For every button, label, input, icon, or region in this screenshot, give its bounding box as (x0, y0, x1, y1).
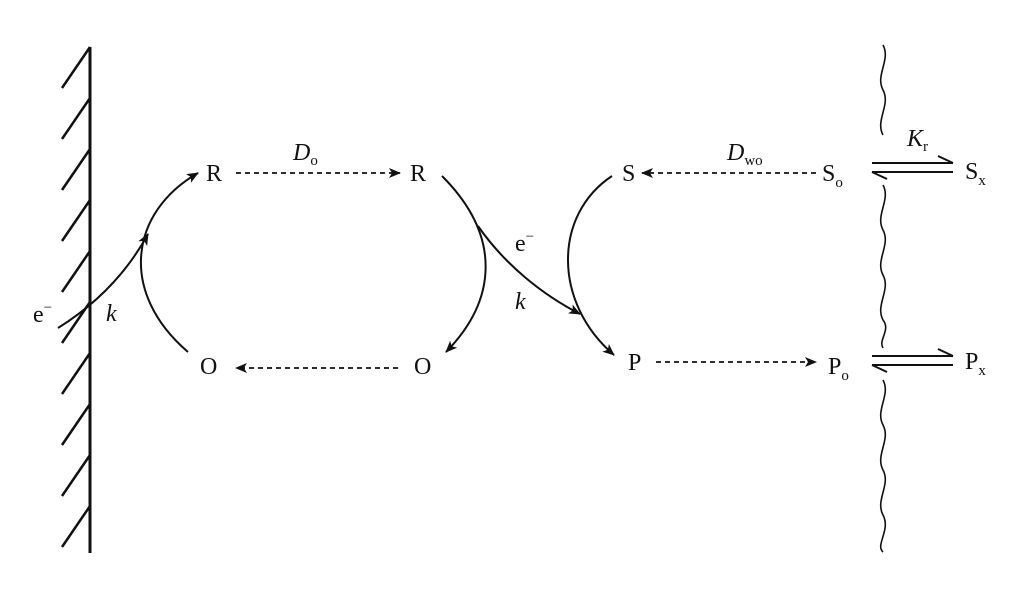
interface-lower-segment (879, 379, 887, 553)
arrow-electrode-electron-transfer (57, 233, 149, 329)
interface-upper-segment (879, 44, 887, 136)
species-o-right: O (414, 354, 431, 380)
arrow-mediator-electron-transfer (477, 225, 581, 315)
label-d-o: Do (292, 140, 318, 169)
species-r-right: R (410, 161, 426, 187)
species-p-x: Px (965, 349, 986, 379)
species-o-left: O (200, 354, 217, 380)
equilibrium-p-transfer (871, 348, 954, 373)
interface-wavy-line (879, 44, 887, 553)
label-d-wo: Dwo (726, 140, 763, 169)
arrow-o-to-r-left-arc (140, 172, 199, 353)
species-s: S (622, 161, 635, 187)
species-p: P (628, 350, 641, 376)
arrow-r-to-o-right-arc (441, 175, 487, 353)
species-p-o: Po (828, 354, 849, 384)
arrow-s-to-p-arc (567, 175, 615, 356)
interface-middle-segment (879, 184, 887, 349)
electrode-hatching (60, 46, 92, 548)
label-k-mid: k (515, 289, 526, 315)
label-k-left: k (106, 301, 117, 327)
electrode (60, 46, 92, 553)
label-k-r: Kr (906, 126, 928, 155)
species-s-o: So (822, 161, 843, 191)
species-r-left: R (206, 161, 222, 187)
equilibrium-s-transfer (871, 155, 954, 180)
label-electron-left: e− (33, 300, 52, 328)
species-s-x: Sx (965, 159, 986, 189)
label-electron-mid: e− (515, 229, 534, 257)
